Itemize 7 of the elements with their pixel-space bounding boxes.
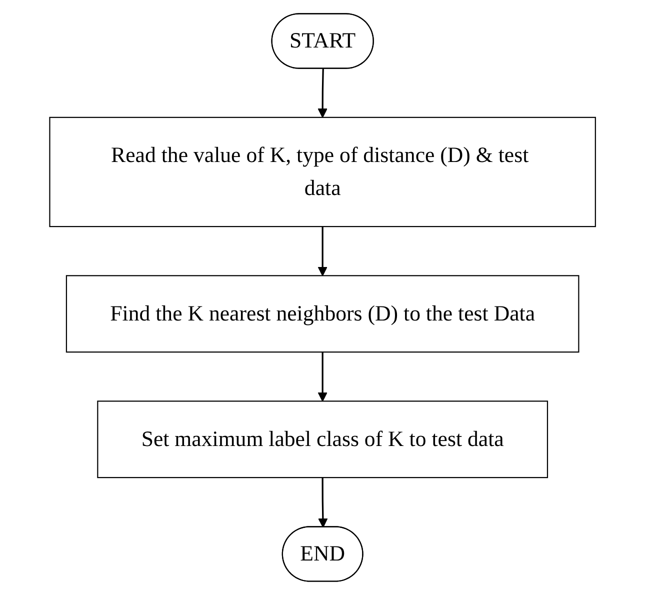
arrow — [318, 478, 328, 528]
arrow — [318, 226, 328, 276]
node-box: Set maximum label class of K to test data — [97, 400, 548, 478]
arrow — [318, 352, 328, 402]
arrow — [318, 68, 328, 118]
node-box: Read the value of K, type of distance (D) & test data — [49, 116, 596, 228]
node-box: Find the K nearest neighbors (D) to the test Data — [66, 275, 580, 353]
